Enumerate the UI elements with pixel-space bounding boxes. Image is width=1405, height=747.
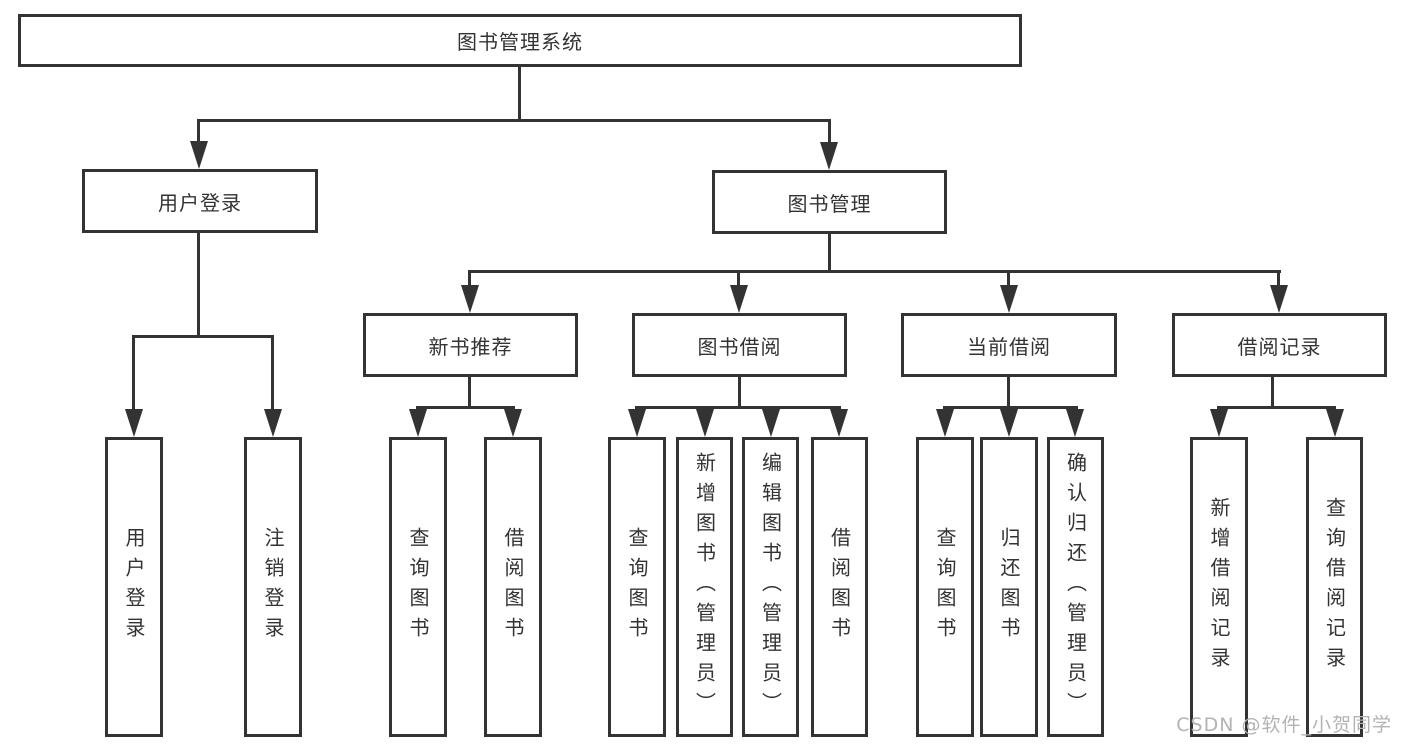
arrowhead-icon (1210, 409, 1228, 437)
connector-line (132, 335, 135, 411)
connector-line (737, 270, 740, 287)
leaf-records-add-record: 新增借阅记录 (1190, 437, 1248, 737)
leaf-recommend-borrow-books-label: 借阅图书 (501, 527, 525, 647)
connector-line (1271, 377, 1274, 408)
leaf-borrow-query-books-label: 查询图书 (625, 527, 649, 647)
node-book-management-label: 图书管理 (787, 191, 872, 216)
leaf-records-query-record-label: 查询借阅记录 (1322, 497, 1347, 677)
leaf-borrow-add-books-label: 新增图书（管理员） (692, 452, 717, 722)
leaf-logout: 注销登录 (244, 437, 302, 737)
node-book-borrow-label: 图书借阅 (697, 334, 782, 359)
connector-line (468, 377, 471, 408)
leaf-recommend-borrow-books: 借阅图书 (484, 437, 542, 737)
leaf-current-confirm-return: 确认归还（管理员） (1047, 437, 1104, 737)
node-borrow-records: 借阅记录 (1172, 313, 1387, 377)
leaf-logout-label: 注销登录 (261, 527, 285, 647)
leaf-current-query-books-label: 查询图书 (933, 527, 957, 647)
watermark-text: CSDN @软件_小贺同学 (1176, 714, 1392, 736)
arrowhead-icon (628, 409, 646, 437)
connector-line (518, 67, 521, 121)
connector-line (197, 119, 831, 122)
connector-line (1217, 406, 1336, 409)
node-user-login: 用户登录 (82, 169, 318, 233)
arrowhead-icon (1326, 409, 1344, 437)
connector-line (943, 406, 1078, 409)
arrowhead-icon (461, 285, 479, 313)
arrowhead-icon (190, 141, 208, 169)
node-book-borrow: 图书借阅 (632, 313, 847, 377)
connector-line (738, 377, 741, 408)
node-borrow-records-label: 借阅记录 (1237, 334, 1322, 359)
connector-line (635, 406, 841, 409)
arrowhead-icon (504, 409, 522, 437)
connector-line (468, 270, 1281, 273)
leaf-borrow-borrow-books-label: 借阅图书 (827, 527, 852, 647)
leaf-current-query-books: 查询图书 (916, 437, 974, 737)
leaf-recommend-query-books-label: 查询图书 (406, 527, 430, 647)
leaf-borrow-borrow-books: 借阅图书 (811, 437, 868, 737)
node-user-login-label: 用户登录 (158, 190, 242, 215)
connector-line (1007, 377, 1010, 408)
leaf-user-login: 用户登录 (105, 437, 163, 737)
arrowhead-icon (264, 409, 282, 437)
connector-line (828, 234, 831, 272)
node-root: 图书管理系统 (18, 14, 1022, 67)
leaf-borrow-query-books: 查询图书 (608, 437, 666, 737)
leaf-borrow-edit-books: 编辑图书（管理员） (742, 437, 799, 737)
arrowhead-icon (830, 409, 848, 437)
connector-line (416, 406, 515, 409)
arrowhead-icon (936, 409, 954, 437)
node-book-management: 图书管理 (712, 170, 947, 234)
connector-line (1007, 270, 1010, 287)
arrowhead-icon (1066, 409, 1084, 437)
leaf-recommend-query-books: 查询图书 (389, 437, 447, 737)
node-new-book-recommend: 新书推荐 (363, 313, 578, 377)
arrowhead-icon (730, 285, 748, 313)
arrowhead-icon (762, 409, 780, 437)
arrowhead-icon (125, 409, 143, 437)
node-current-borrow-label: 当前借阅 (967, 334, 1051, 359)
leaf-current-return-books-label: 归还图书 (997, 527, 1021, 647)
arrowhead-icon (820, 142, 838, 170)
leaf-borrow-add-books: 新增图书（管理员） (676, 437, 733, 737)
connector-line (468, 270, 471, 287)
leaf-current-confirm-return-label: 确认归还（管理员） (1063, 452, 1088, 722)
arrowhead-icon (696, 409, 714, 437)
arrowhead-icon (1270, 285, 1288, 313)
arrowhead-icon (409, 409, 427, 437)
arrowhead-icon (1000, 285, 1018, 313)
connector-line (828, 119, 831, 145)
leaf-records-query-record: 查询借阅记录 (1306, 437, 1363, 737)
node-root-label: 图书管理系统 (457, 30, 583, 54)
leaf-user-login-label: 用户登录 (122, 527, 146, 647)
leaf-current-return-books: 归还图书 (980, 437, 1038, 737)
connector-line (1277, 270, 1280, 287)
connector-line (132, 335, 274, 338)
node-current-borrow: 当前借阅 (901, 313, 1117, 377)
connector-line (197, 119, 200, 144)
leaf-records-add-record-label: 新增借阅记录 (1207, 497, 1231, 677)
connector-line (271, 335, 274, 411)
node-new-book-recommend-label: 新书推荐 (428, 334, 513, 359)
connector-line (197, 233, 200, 337)
leaf-borrow-edit-books-label: 编辑图书（管理员） (758, 452, 783, 722)
arrowhead-icon (1000, 409, 1018, 437)
